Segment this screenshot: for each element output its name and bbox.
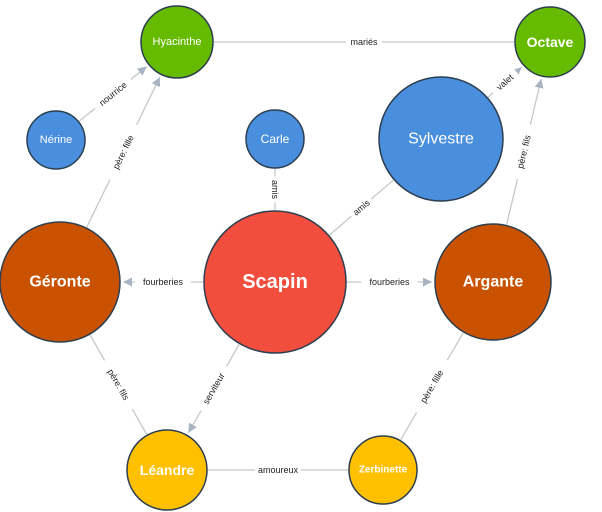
- node-label-octave: Octave: [527, 34, 574, 50]
- edge-label-background: [104, 122, 143, 183]
- node-hyacinthe[interactable]: Hyacinthe: [140, 5, 214, 79]
- node-label-carle: Carle: [261, 132, 290, 146]
- node-label-leandre: Léandre: [140, 462, 195, 478]
- edge-label: fourberies: [369, 277, 410, 287]
- edge-label-group: valet: [489, 67, 521, 97]
- node-circle-nerine[interactable]: [26, 110, 86, 170]
- edge-label: père: fils: [106, 367, 132, 402]
- node-label-argante: Argante: [463, 274, 524, 291]
- edge-label-background: [411, 357, 453, 416]
- edge-label-background: [347, 194, 376, 221]
- edge-label-group: amis: [269, 176, 281, 203]
- node-circle-zerbinette[interactable]: [348, 435, 418, 505]
- edge-label-group: père: fils: [511, 123, 537, 181]
- node-label-sylvestre: Sylvestre: [408, 131, 474, 148]
- edge-label-group: nourrice: [91, 74, 135, 113]
- node-leandre[interactable]: Léandre: [126, 429, 208, 511]
- edge-label-background: [269, 176, 281, 203]
- edge-label-background: [91, 74, 135, 113]
- edge-label: fourberies: [143, 277, 184, 287]
- node-label-scapin: Scapin: [242, 271, 308, 293]
- edge-label-group: père: fils: [99, 357, 138, 412]
- edge-label: serviteur: [201, 371, 227, 406]
- node-octave[interactable]: Octave: [514, 6, 586, 78]
- edge-label: nourrice: [97, 80, 129, 108]
- node-circle-carle[interactable]: [245, 109, 305, 169]
- node-circle-octave[interactable]: [514, 6, 586, 78]
- node-carle[interactable]: Carle: [245, 109, 305, 169]
- edge-label-background: [489, 67, 521, 97]
- edge-label-group: père: fille: [104, 122, 143, 183]
- node-label-geronte: Géronte: [29, 274, 90, 291]
- node-geronte[interactable]: Géronte: [0, 221, 121, 343]
- node-label-zerbinette: Zerbinette: [359, 465, 408, 476]
- edge-label-group: amoureux: [255, 464, 301, 476]
- node-circle-geronte[interactable]: [0, 221, 121, 343]
- edge-label-group: fourberies: [361, 276, 418, 288]
- edge-label-group: serviteur: [195, 363, 232, 414]
- edge-label: père: fille: [418, 368, 445, 405]
- edge-label-background: [195, 363, 232, 414]
- node-circle-argante[interactable]: [434, 223, 552, 341]
- edge-label-background: [99, 357, 138, 412]
- edge-label-group: fourberies: [135, 276, 191, 288]
- edge-label-background: [511, 123, 537, 181]
- node-sylvestre[interactable]: Sylvestre: [378, 76, 504, 202]
- node-label-hyacinthe: Hyacinthe: [153, 36, 202, 48]
- node-zerbinette[interactable]: Zerbinette: [348, 435, 418, 505]
- node-circle-hyacinthe[interactable]: [140, 5, 214, 79]
- edge-label-group: mariés: [346, 36, 382, 48]
- edge-label-group: père: fille: [411, 357, 453, 416]
- node-circle-sylvestre[interactable]: [378, 76, 504, 202]
- edge-label: amoureux: [258, 465, 299, 475]
- node-circle-scapin[interactable]: [203, 210, 347, 354]
- edge-label: père: fils: [515, 134, 533, 170]
- edge-label: amis: [270, 180, 280, 200]
- edge-label-background: [361, 276, 418, 288]
- node-circle-leandre[interactable]: [126, 429, 208, 511]
- edge-label-background: [135, 276, 191, 288]
- node-label-nerine: Nérine: [40, 134, 72, 146]
- edge-label-background: [255, 464, 301, 476]
- edge-label-background: [346, 36, 382, 48]
- node-argante[interactable]: Argante: [434, 223, 552, 341]
- edge-label: mariés: [350, 37, 378, 47]
- node-nerine[interactable]: Nérine: [26, 110, 86, 170]
- node-scapin[interactable]: Scapin: [203, 210, 347, 354]
